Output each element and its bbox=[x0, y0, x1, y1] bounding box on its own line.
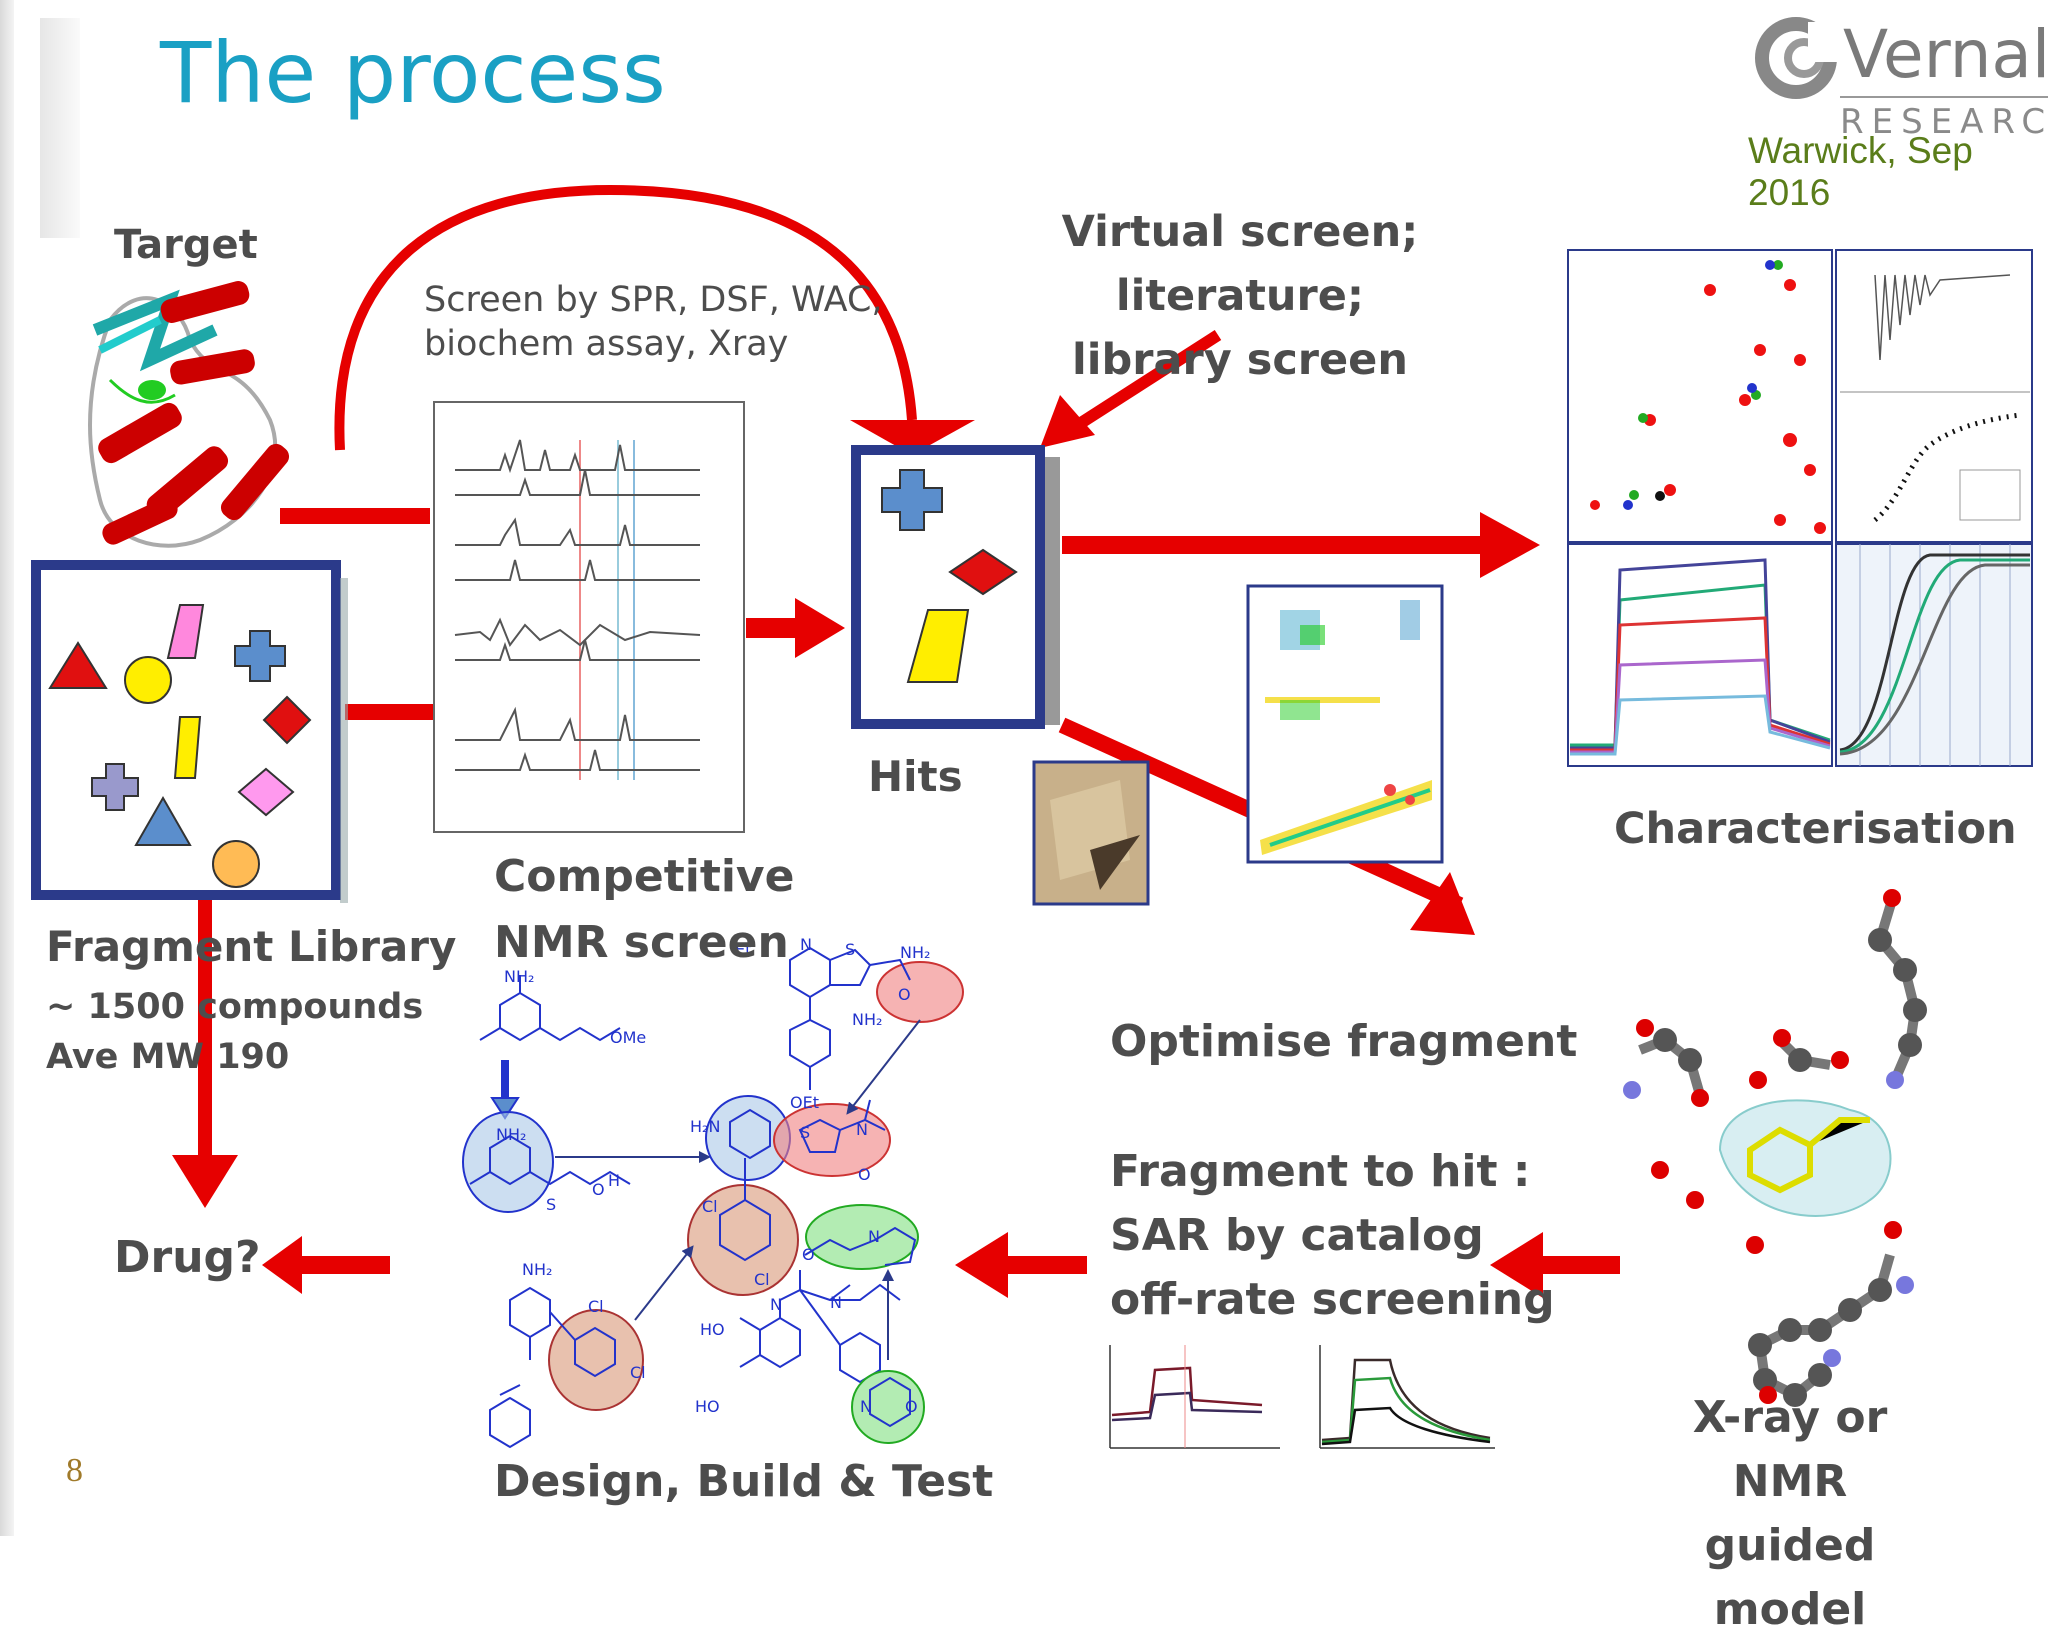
label-fragment-library: Fragment Library bbox=[46, 922, 457, 971]
chem-label: Cl bbox=[702, 1197, 718, 1216]
label-xray-line1: X-ray or NMR bbox=[1692, 1392, 1888, 1507]
logo-name: Vernalis bbox=[1843, 16, 2048, 93]
label-competitive-line2: NMR screen bbox=[494, 917, 789, 968]
hit-shapes bbox=[881, 469, 1018, 683]
chem-label: O bbox=[905, 1397, 918, 1416]
chem-label: N bbox=[830, 1293, 842, 1312]
label-f2h-line1: Fragment to hit : bbox=[1110, 1146, 1531, 1197]
spr-sensorgrams-image bbox=[1109, 1345, 1495, 1449]
page-number: 8 bbox=[66, 1452, 83, 1489]
chem-label: N bbox=[860, 1397, 872, 1416]
chem-label: H₂N bbox=[690, 1117, 720, 1136]
nmr-spectra-image bbox=[433, 401, 745, 833]
process-diagram: NH₂ OMe NH₂ S O H H₂N S N O Cl Cl O N Et… bbox=[31, 184, 2033, 1449]
label-library-count: ~ 1500 compounds bbox=[46, 987, 424, 1027]
chem-label: Cl bbox=[630, 1363, 646, 1382]
chem-label: NH₂ bbox=[852, 1010, 882, 1029]
chem-label: OMe bbox=[610, 1028, 646, 1047]
label-virtual-screen: Virtual screen; literature; library scre… bbox=[960, 200, 1520, 392]
label-xray-nmr-model: X-ray or NMR guided model bbox=[1640, 1386, 1940, 1642]
label-library-mw: Ave MW 190 bbox=[46, 1037, 290, 1077]
slide-title: The process bbox=[160, 24, 666, 122]
logo-sub: RESEARCH bbox=[1840, 102, 2048, 142]
chem-label: NH₂ bbox=[504, 967, 534, 986]
label-virtual-screen-line1: Virtual screen; literature; bbox=[1061, 207, 1419, 321]
chem-label: N bbox=[868, 1227, 880, 1246]
logo-swirl-icon bbox=[1755, 17, 1838, 99]
label-competitive-nmr: Competitive NMR screen bbox=[494, 844, 794, 976]
chem-label: S bbox=[845, 940, 855, 959]
chem-label: H bbox=[608, 1171, 620, 1190]
chem-label: NH₂ bbox=[900, 943, 930, 962]
label-target: Target bbox=[114, 222, 258, 268]
chem-label: N bbox=[800, 935, 812, 954]
vernalis-logo: Vernalis RESEARCH Warwick, Sep 2016 bbox=[1748, 12, 2048, 213]
chem-label: O bbox=[858, 1165, 871, 1184]
chem-label: Et bbox=[735, 940, 751, 959]
label-screen-methods: Screen by SPR, DSF, WAC, biochem assay, … bbox=[424, 278, 883, 366]
xray-model-image bbox=[1623, 889, 1927, 1407]
label-fragment-to-hit: Fragment to hit : SAR by catalog off-rat… bbox=[1110, 1140, 1555, 1332]
logo-date: Warwick, Sep 2016 bbox=[1748, 130, 1973, 213]
chem-label: NH₂ bbox=[522, 1260, 552, 1279]
chem-label: Cl bbox=[754, 1270, 770, 1289]
chem-label: NH₂ bbox=[496, 1125, 526, 1144]
chem-label: Cl bbox=[588, 1297, 604, 1316]
label-virtual-screen-line2: library screen bbox=[1072, 335, 1408, 385]
chem-label: N bbox=[770, 1295, 782, 1314]
target-protein-image bbox=[88, 281, 290, 548]
chem-label: O bbox=[592, 1180, 605, 1199]
label-f2h-line3: off-rate screening bbox=[1110, 1274, 1555, 1325]
label-library-details: ~ 1500 compounds Ave MW 190 bbox=[46, 982, 423, 1082]
label-characterisation: Characterisation bbox=[1614, 804, 2017, 854]
label-hits: Hits bbox=[868, 752, 963, 801]
label-xray-line2: guided model bbox=[1704, 1520, 1876, 1635]
chem-label: OEt bbox=[790, 1093, 819, 1112]
chem-label: HO bbox=[695, 1397, 720, 1416]
chem-label: HO bbox=[700, 1320, 725, 1339]
chemistry-sar-drawings bbox=[462, 946, 964, 1449]
hsqc-nmr-image bbox=[1246, 584, 1444, 864]
chem-label: N bbox=[856, 1120, 868, 1139]
crystal-image bbox=[1032, 760, 1150, 906]
characterisation-plots bbox=[1567, 249, 2033, 767]
chem-label: O bbox=[802, 1245, 815, 1264]
fragment-shapes bbox=[48, 604, 312, 888]
chem-label: S bbox=[800, 1123, 810, 1142]
label-competitive-line1: Competitive bbox=[494, 851, 795, 902]
label-optimise-fragment: Optimise fragment bbox=[1110, 1016, 1578, 1067]
label-screen-methods-line2: biochem assay, Xray bbox=[424, 324, 789, 364]
chem-label: S bbox=[546, 1195, 556, 1214]
label-f2h-line2: SAR by catalog bbox=[1110, 1210, 1484, 1261]
slide-edge bbox=[0, 0, 14, 1536]
title-band bbox=[40, 18, 80, 238]
label-drug: Drug? bbox=[114, 1232, 261, 1283]
label-design-build-test: Design, Build & Test bbox=[494, 1456, 994, 1507]
chem-label: O bbox=[898, 985, 911, 1004]
label-screen-methods-line1: Screen by SPR, DSF, WAC, bbox=[424, 280, 883, 320]
